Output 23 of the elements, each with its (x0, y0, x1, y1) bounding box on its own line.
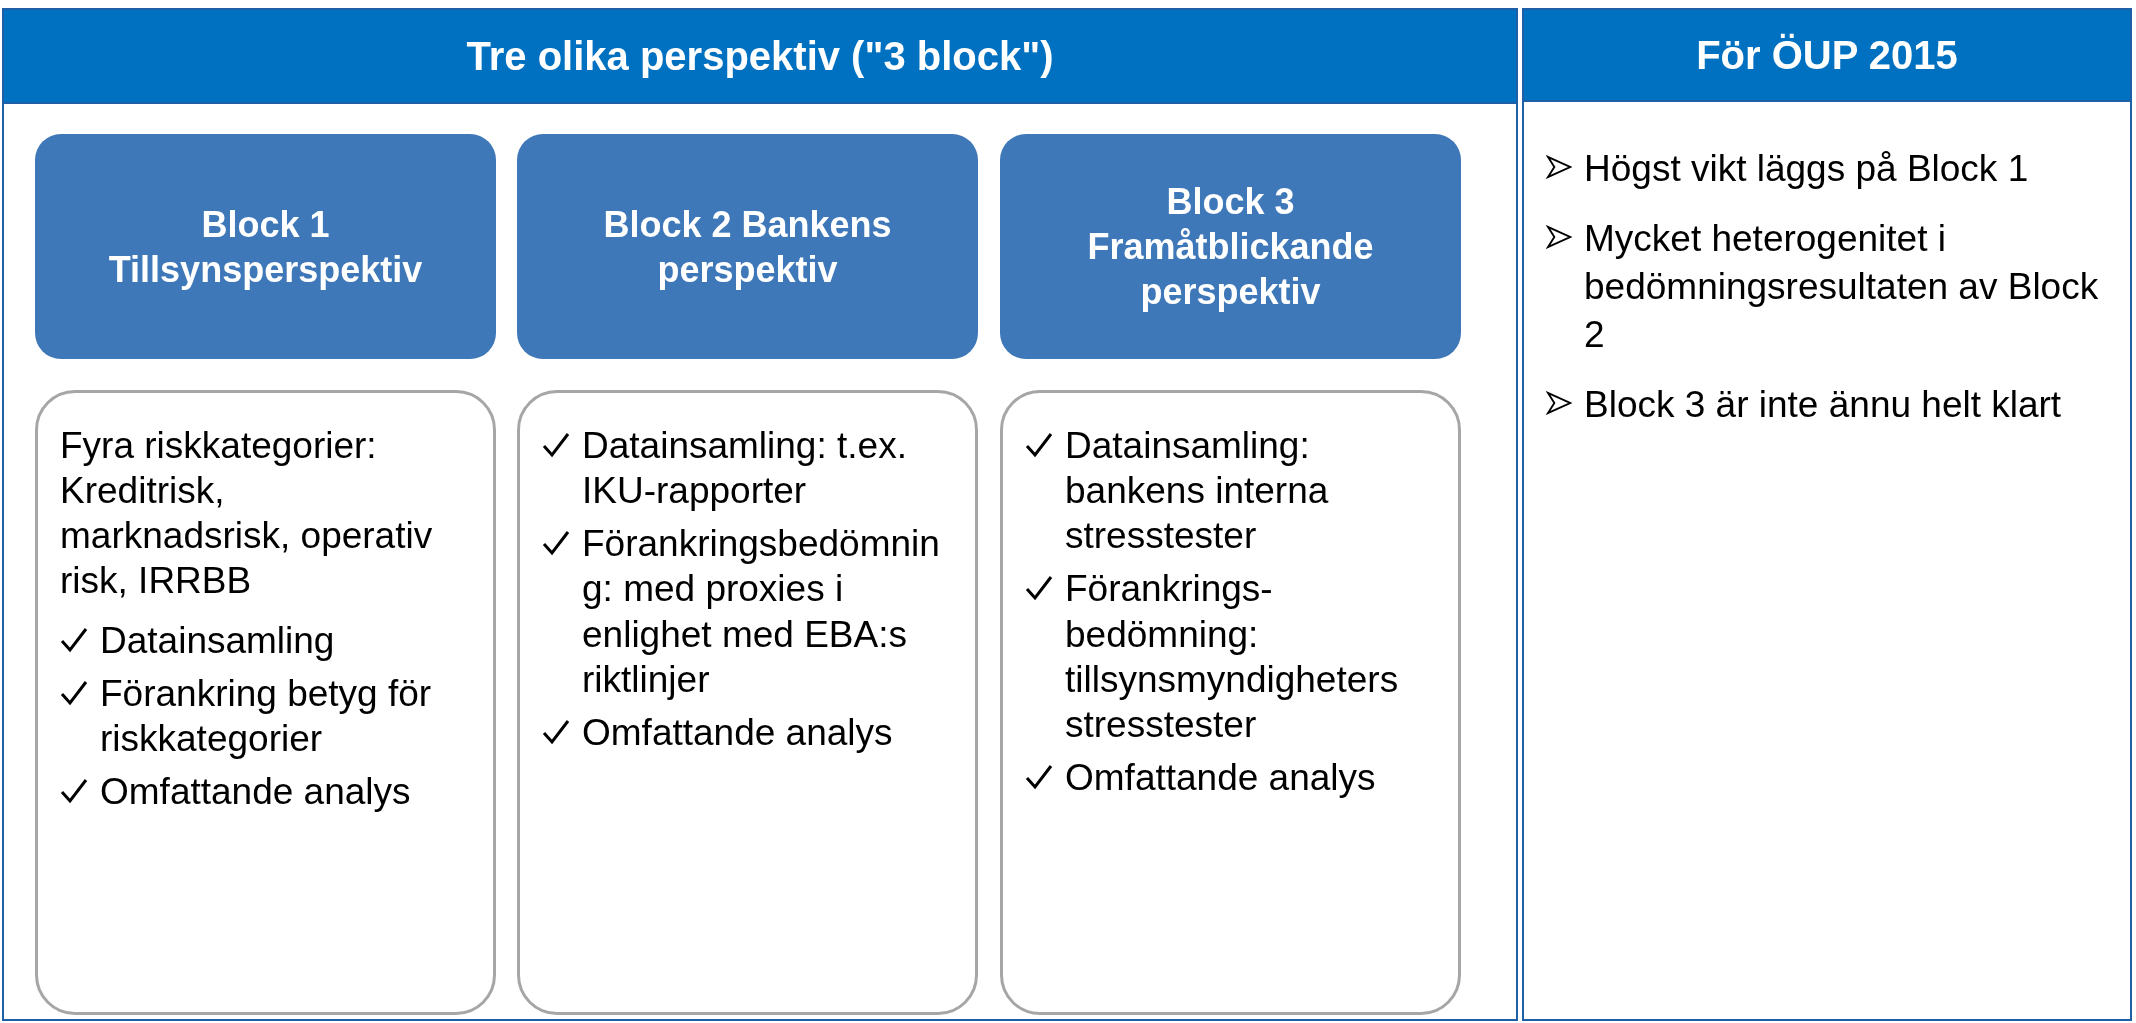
block-header: Block 2 Bankens perspektiv (517, 134, 978, 359)
content-card (1000, 390, 1461, 1015)
content-card (517, 390, 978, 1015)
panel (1522, 8, 2132, 1021)
bullet-text: Högst vikt läggs på Block 1 (1584, 147, 2029, 191)
bullet-text: Förankring betyg för riskkategorier (100, 671, 433, 761)
block-header: Block 3 Framåtblickande perspektiv (1000, 134, 1461, 359)
panel-header: För ÖUP 2015 (1524, 10, 2130, 102)
bullet-text: Omfattande analys (100, 769, 411, 814)
card-text: Fyra riskkategorier: Kreditrisk, marknadsrisk, operativ risk, IRRBB (60, 424, 434, 604)
bullet-text: Förankrings-bedömning: tillsynsmyndigheters stresstester (1065, 567, 1400, 747)
content-card (35, 390, 496, 1015)
bullet-text: Omfattande analys (582, 710, 893, 755)
bullet-text: Datainsamling: t.ex. IKU-rapporter (582, 424, 908, 514)
bullet-text: Mycket heterogenitet i bedömningsresultaten av Block 2 (1584, 217, 2100, 358)
panel-header: Tre olika perspektiv ("3 block") (4, 10, 1516, 104)
block-header: Block 1 Tillsynsperspektiv (35, 134, 496, 359)
bullet-text: Block 3 är inte ännu helt klart (1584, 383, 2062, 428)
bullet-text: Datainsamling (100, 618, 335, 663)
panel (2, 8, 1518, 1021)
bullet-text: Omfattande analys (1065, 755, 1376, 800)
bullet-text: Förankringsbedömning: med proxies i enlighet med EBA:s riktlinjer (582, 522, 941, 702)
bullet-text: Datainsamling: bankens interna stresstester (1065, 424, 1330, 559)
